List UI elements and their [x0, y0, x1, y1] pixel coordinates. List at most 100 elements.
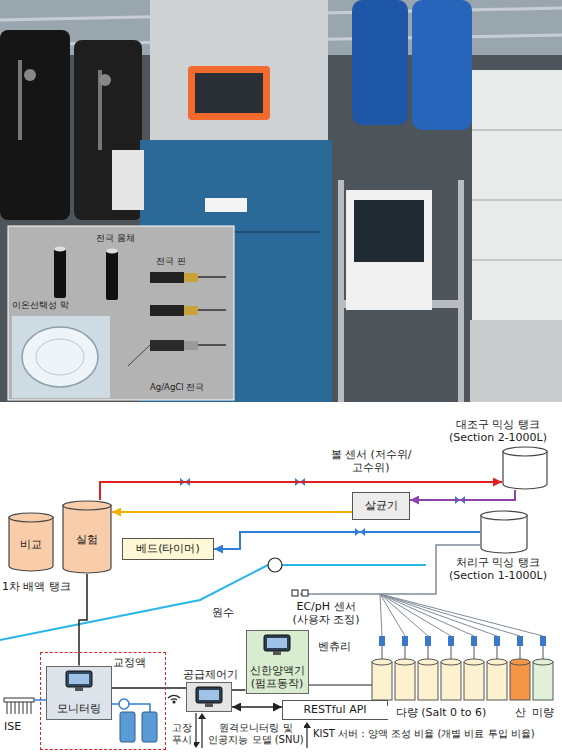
sensor-pipe — [292, 590, 298, 596]
blue-tanks — [412, 0, 472, 130]
device-stand — [75, 687, 83, 691]
service-label: KIST 서버 : 양액 조성 비율 (개별 비료 투입 비율) — [313, 728, 556, 740]
black-tanks — [24, 69, 36, 81]
stock-tank — [372, 659, 392, 665]
stock-tank — [441, 662, 461, 700]
wifi-symbol — [173, 701, 175, 703]
node-label: 신한양액기 (펌프동작) — [250, 664, 305, 690]
stock-tank — [487, 662, 507, 700]
electrode-inset — [54, 248, 66, 298]
stock-tank — [395, 662, 415, 700]
electrode-inset — [184, 273, 198, 282]
wifi-symbol — [168, 695, 180, 698]
calibration-bottles — [120, 712, 135, 742]
photo-callout: 전극 몸체 — [96, 233, 135, 243]
venturi-valve — [379, 636, 546, 646]
pipe-valve — [180, 478, 465, 536]
electrode-inset — [54, 247, 66, 252]
stock-tank — [395, 659, 415, 665]
device-screen — [264, 635, 290, 651]
node-title: 대조구 믹싱 탱크 (Section 2-1000L) — [440, 418, 556, 444]
stock-tank — [441, 659, 461, 665]
device-stand — [273, 651, 281, 655]
black-tanks — [0, 30, 70, 220]
black-tanks — [20, 60, 100, 150]
sensor-enclosure — [346, 190, 432, 310]
device-screen — [69, 674, 89, 684]
tank-label: 미량 — [528, 706, 558, 719]
node-label: 실험 — [76, 533, 98, 546]
monitoring-group: 교정액모니터링 — [40, 652, 166, 750]
electrode-inset — [150, 272, 184, 283]
signal-arrow — [303, 722, 311, 728]
side-cabinet — [112, 150, 144, 210]
calibration-bottles — [129, 704, 150, 712]
signal-arrow — [306, 728, 307, 748]
stock-tank — [510, 662, 530, 700]
venturi-valve — [425, 636, 431, 646]
wifi-symbol — [171, 699, 177, 700]
electrode-inset — [22, 327, 98, 387]
sensor-pipe — [380, 594, 543, 636]
tank-label: 1차 배액 탱크 — [2, 580, 71, 593]
signal-arrow — [201, 719, 202, 748]
pipe-connector — [232, 689, 246, 691]
node-title: 처리구 믹싱 탱크 (Section 1-1000L) — [440, 556, 556, 582]
calibration-bottles — [119, 699, 129, 709]
control-cabinet — [205, 198, 247, 212]
side-cabinet — [472, 70, 562, 320]
electrode-inset — [8, 226, 234, 400]
drain-tank: 실험 — [62, 500, 112, 574]
electrode-inset — [106, 250, 118, 300]
tank-outline — [481, 511, 527, 520]
sensor-enclosure — [354, 200, 424, 262]
electrode-inset — [36, 339, 84, 375]
electrode-inset — [184, 341, 198, 350]
calibration-bottles — [112, 699, 157, 742]
electrode-inset — [106, 249, 118, 254]
node-label: 살균기 — [365, 499, 398, 512]
sensor-label: EC/pH 센서 (사용자 조정) — [288, 600, 364, 626]
sensor-label: ISE — [4, 720, 21, 733]
venturi-label: 벤츄리 — [318, 640, 351, 653]
electrode-inset — [8, 226, 234, 400]
tank-outline — [481, 515, 527, 553]
side-cabinet — [470, 320, 562, 402]
device-screen — [267, 638, 287, 648]
venturi-valve — [448, 636, 454, 646]
pipe-connector — [100, 482, 502, 500]
bed-box: 베드(타이머) — [122, 538, 214, 560]
mixing-tank: 처리구 믹싱 탱크 (Section 1-1000L) — [480, 510, 528, 554]
venturi-valve — [379, 636, 385, 646]
side-cabinet — [472, 130, 562, 260]
blue-tanks — [352, 0, 472, 130]
device-stand — [205, 703, 213, 707]
control-cabinet — [140, 0, 332, 402]
venturi-valve — [402, 636, 408, 646]
device-screen — [66, 671, 92, 687]
equipment-photo — [0, 0, 562, 402]
signal-arrow — [198, 713, 206, 719]
tank-label: 산 — [510, 706, 530, 719]
photo-callout: 이온선택성 막 — [12, 300, 69, 310]
ise-sensor — [4, 698, 34, 702]
node-label: 베드(타이머) — [136, 542, 200, 555]
venturi-valve — [517, 636, 523, 646]
water-pipe — [282, 564, 426, 566]
pipe-connector — [214, 532, 480, 549]
device-icon — [263, 634, 291, 656]
control-wire — [300, 684, 372, 685]
photo-callout: 전극 핀 — [156, 256, 186, 266]
sensor-label: 볼 센서 (저수위/고수위) — [328, 448, 414, 474]
device-icon — [195, 686, 223, 708]
signal-arrow — [195, 713, 196, 742]
venturi-valve — [494, 636, 500, 646]
pipe-connector — [232, 706, 282, 708]
electrode-inset — [128, 345, 150, 366]
stock-tank — [464, 659, 484, 665]
pipe-connector — [112, 687, 187, 689]
ise-sensor — [7, 702, 31, 714]
tank-label: 다량 (Salt 0 to 6) — [372, 706, 510, 719]
